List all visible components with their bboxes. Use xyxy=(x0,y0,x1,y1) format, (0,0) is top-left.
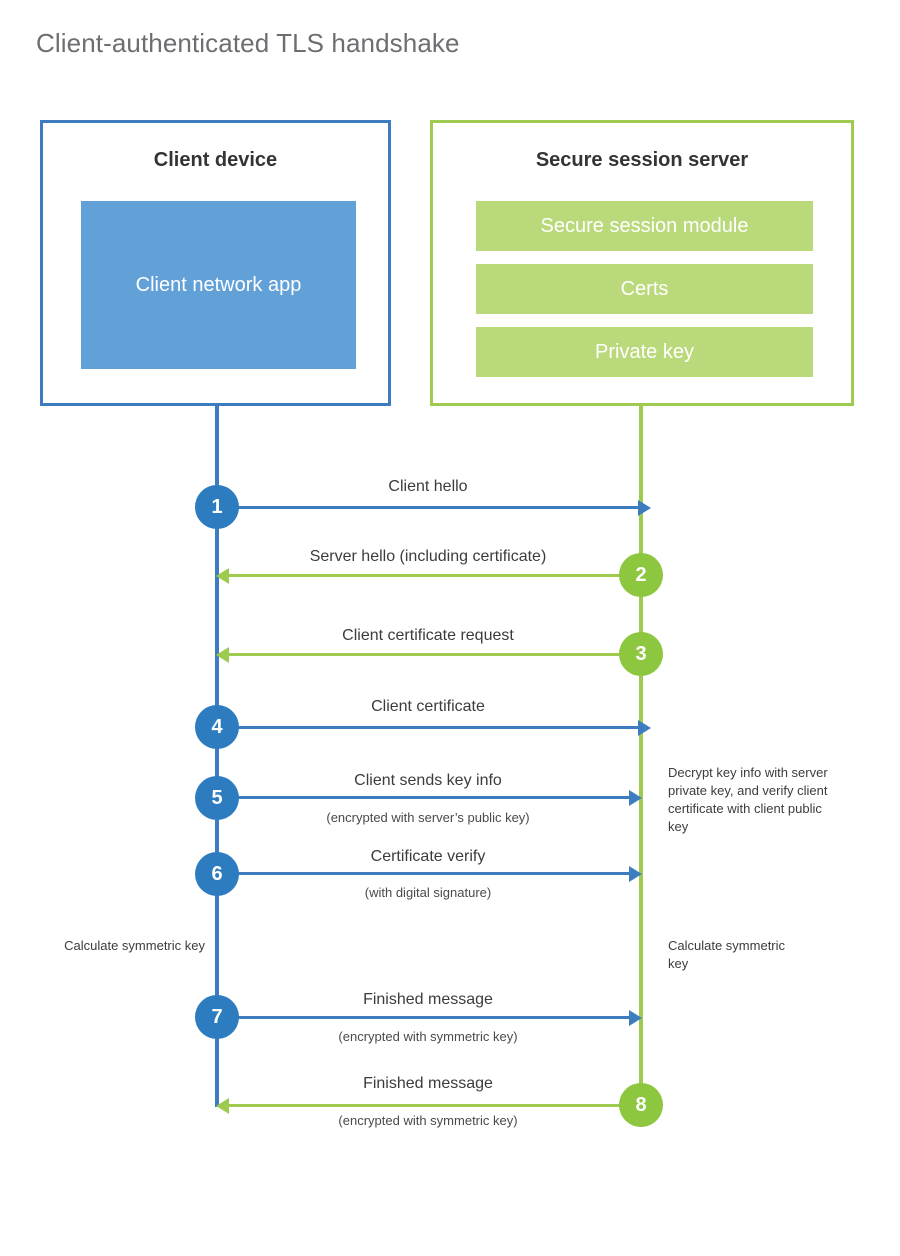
step-circle-1[interactable]: 1 xyxy=(195,485,239,529)
page-title: Client-authenticated TLS handshake xyxy=(36,28,460,58)
arrow-step-3 xyxy=(216,646,639,663)
client-device-title: Client device xyxy=(153,149,278,171)
server-calculate-symmetric-key-note: Calculate symmetric key xyxy=(668,938,786,971)
step-circle-3[interactable]: 3 xyxy=(619,632,663,676)
client-device-box: Client device Client network app xyxy=(40,120,391,406)
secure-session-server-title: Secure session server xyxy=(535,149,749,171)
arrow-step-4 xyxy=(217,719,651,736)
step-circle-2[interactable]: 2 xyxy=(619,553,663,597)
step-7-label: Finished message xyxy=(363,991,493,1008)
step-1-label: Client hello xyxy=(388,478,468,495)
step-2-label: Server hello (including certificate) xyxy=(309,548,547,565)
step-circle-6[interactable]: 6 xyxy=(195,852,239,896)
arrow-step-5 xyxy=(217,789,642,806)
arrow-step-7 xyxy=(217,1009,642,1026)
arrowhead-left-icon xyxy=(216,567,229,584)
arrow-step-1 xyxy=(217,499,651,516)
server-component-private-key: Private key xyxy=(476,327,813,377)
client-calculate-symmetric-key-note: Calculate symmetric key xyxy=(64,938,205,953)
step-5-label: Client sends key info xyxy=(354,772,502,789)
step-6-sublabel: (with digital signature) xyxy=(364,885,492,900)
arrowhead-right-icon xyxy=(638,499,651,516)
secure-session-server-box: Secure session server Secure session mod… xyxy=(430,120,854,406)
step-4-label: Client certificate xyxy=(371,698,485,715)
step-8-sublabel: (encrypted with symmetric key) xyxy=(338,1113,518,1128)
step-circle-5[interactable]: 5 xyxy=(195,776,239,820)
arrowhead-right-icon xyxy=(629,789,642,806)
server-component-secure-session-module: Secure session module xyxy=(476,201,813,251)
client-network-app-block: Client network app xyxy=(81,201,356,369)
server-component-certs: Certs xyxy=(476,264,813,314)
step-5-sublabel: (encrypted with server’s public key) xyxy=(326,810,530,825)
arrow-step-6 xyxy=(217,865,642,882)
server-lifeline xyxy=(639,405,643,1107)
arrowhead-left-icon xyxy=(216,646,229,663)
step-6-label: Certificate verify xyxy=(370,848,486,865)
arrowhead-left-icon xyxy=(216,1097,229,1114)
arrowhead-right-icon xyxy=(629,1009,642,1026)
arrow-step-8 xyxy=(216,1097,639,1114)
arrowhead-right-icon xyxy=(638,719,651,736)
step-circle-4[interactable]: 4 xyxy=(195,705,239,749)
client-lifeline xyxy=(215,405,219,1107)
step-3-label: Client certificate request xyxy=(342,627,514,644)
step-8-label: Finished message xyxy=(363,1075,493,1092)
step-circle-8[interactable]: 8 xyxy=(619,1083,663,1127)
arrowhead-right-icon xyxy=(629,865,642,882)
step-7-sublabel: (encrypted with symmetric key) xyxy=(338,1029,518,1044)
server-decrypt-note: Decrypt key info with server private key… xyxy=(668,765,828,834)
step-circle-7[interactable]: 7 xyxy=(195,995,239,1039)
arrow-step-2 xyxy=(216,567,639,584)
